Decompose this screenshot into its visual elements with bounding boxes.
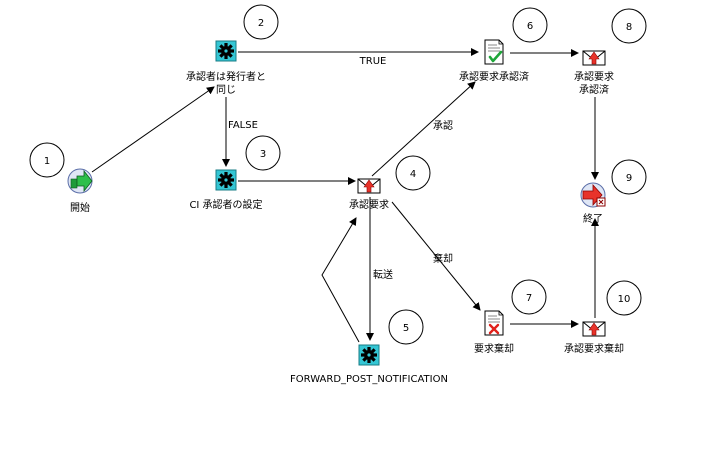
node-start-label: 開始 xyxy=(70,201,90,214)
edge-label-forward: 転送 xyxy=(373,268,393,281)
step-number-5-text: 5 xyxy=(403,323,409,334)
node-end[interactable]: 終了 xyxy=(580,182,606,225)
node-set[interactable]: CI 承認者の設定 xyxy=(189,169,263,211)
step-number-4: 4 xyxy=(395,155,431,191)
node-approved-notify-label-line2: 承認済 xyxy=(579,83,609,96)
step-number-2: 2 xyxy=(243,4,279,40)
notification-envelope-icon xyxy=(357,178,381,194)
edge-request-to-rejected-doc xyxy=(391,201,481,311)
node-approved-notify-label-line1: 承認要求 xyxy=(574,70,614,83)
start-arrow-icon xyxy=(67,168,93,194)
gear-function-icon xyxy=(215,40,237,62)
rejected-document-icon xyxy=(483,309,505,337)
step-number-6: 6 xyxy=(512,7,548,43)
step-number-1-text: 1 xyxy=(44,156,50,167)
step-number-5: 5 xyxy=(388,309,424,345)
step-number-10: 10 xyxy=(606,280,642,316)
step-number-7: 7 xyxy=(511,279,547,315)
node-rejected-doc[interactable]: 要求棄却 xyxy=(474,309,514,355)
edge-request-to-approved-doc xyxy=(371,81,476,177)
node-check[interactable]: 承認者は発行者と 同じ xyxy=(186,40,266,96)
notification-envelope-icon xyxy=(582,50,606,66)
step-number-9-text: 9 xyxy=(626,173,632,184)
node-approved-doc-label: 承認要求承認済 xyxy=(459,70,529,83)
approved-document-icon xyxy=(483,38,505,66)
node-approved-doc[interactable]: 承認要求承認済 xyxy=(459,38,529,83)
node-rejected-notify-label: 承認要求棄却 xyxy=(564,342,624,355)
node-rejected-doc-label: 要求棄却 xyxy=(474,342,514,355)
node-set-label: CI 承認者の設定 xyxy=(189,198,262,211)
node-request-label: 承認要求 xyxy=(349,198,389,211)
node-end-label: 終了 xyxy=(583,212,603,225)
node-approved-notify[interactable]: 承認要求 承認済 xyxy=(574,50,614,96)
gear-function-icon xyxy=(358,344,380,366)
node-check-label-line2: 同じ xyxy=(216,84,236,96)
step-number-10-text: 10 xyxy=(618,294,631,305)
node-forward[interactable]: FORWARD_POST_NOTIFICATION xyxy=(290,344,448,385)
edge-label-false: FALSE xyxy=(228,120,258,131)
step-number-2-text: 2 xyxy=(258,18,264,29)
edge-forward-to-request xyxy=(321,217,360,343)
notification-envelope-icon xyxy=(582,321,606,337)
step-number-8-text: 8 xyxy=(626,22,632,33)
step-number-9: 9 xyxy=(611,159,647,195)
edge-label-true: TRUE xyxy=(359,56,387,67)
edge-label-reject: 棄却 xyxy=(433,252,453,265)
step-number-1: 1 xyxy=(29,142,65,178)
node-rejected-notify[interactable]: 承認要求棄却 xyxy=(564,321,624,355)
step-number-4-text: 4 xyxy=(410,169,416,180)
end-arrow-icon xyxy=(580,182,606,208)
node-start[interactable]: 開始 xyxy=(67,168,93,214)
step-number-3: 3 xyxy=(245,135,281,171)
edge-label-approve: 承認 xyxy=(433,119,453,132)
node-request[interactable]: 承認要求 xyxy=(349,178,389,211)
edge-start-to-check xyxy=(91,86,215,173)
node-check-label-line1: 承認者は発行者と xyxy=(186,70,266,83)
node-forward-label: FORWARD_POST_NOTIFICATION xyxy=(290,374,448,385)
step-number-7-text: 7 xyxy=(526,293,532,304)
step-number-3-text: 3 xyxy=(260,149,266,160)
gear-function-icon xyxy=(215,169,237,191)
step-number-8: 8 xyxy=(611,8,647,44)
step-number-6-text: 6 xyxy=(527,21,533,32)
